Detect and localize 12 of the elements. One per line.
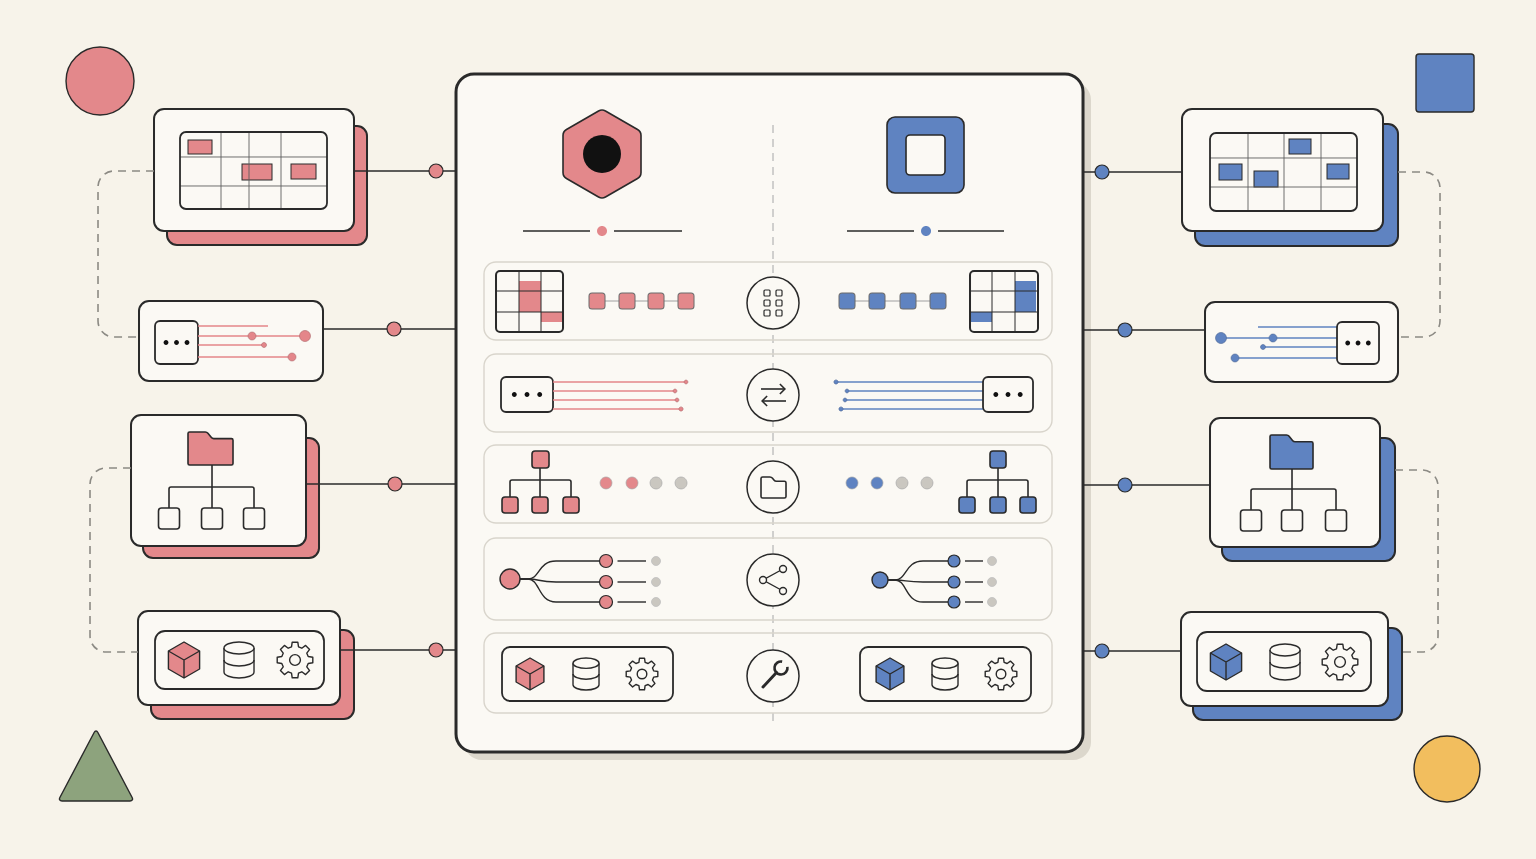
connector — [353, 170, 457, 172]
connector — [322, 328, 457, 330]
connector — [1082, 171, 1183, 173]
connector — [1082, 650, 1182, 652]
dashed-connector — [1397, 171, 1441, 338]
dashed-connector — [1394, 469, 1439, 653]
connector — [339, 649, 457, 651]
connector — [1082, 329, 1206, 331]
connector — [1082, 484, 1211, 486]
connector — [305, 483, 457, 485]
dashed-connector — [89, 467, 139, 653]
dashed-connector — [97, 170, 155, 338]
